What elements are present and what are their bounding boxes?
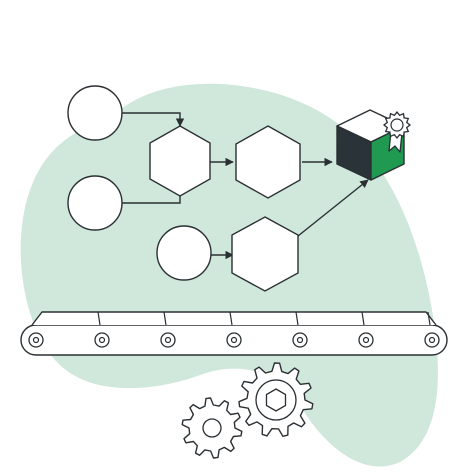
conveyor-roller [358, 332, 374, 348]
award-ribbon-icon [382, 110, 412, 153]
gear-small-icon [181, 397, 243, 459]
conveyor-roller [160, 332, 176, 348]
conveyor-roller [226, 332, 242, 348]
merge-hexagon [149, 125, 211, 197]
gear-large-hex-bolt [265, 388, 287, 412]
conveyor-top-surface [31, 311, 437, 326]
gears [181, 362, 314, 459]
conveyor-roller-axle [32, 336, 40, 344]
connectors [122, 112, 369, 260]
conveyor-roller-axle [362, 336, 370, 344]
conveyor-roller-axle [230, 336, 238, 344]
gear-large-icon [238, 362, 314, 437]
input-circle-a [67, 85, 123, 141]
badge-rosette [382, 110, 412, 140]
conveyor-belt [20, 311, 448, 356]
conveyor-roller-axle [98, 336, 106, 344]
conveyor-roller-axle [296, 336, 304, 344]
conveyor-segment-line [97, 311, 101, 326]
gear-small-hub [202, 418, 222, 438]
conveyor-segment-line [295, 311, 299, 326]
conveyor-segment-line [427, 311, 431, 326]
conveyor-segment-line [229, 311, 233, 326]
conveyor-roller [28, 332, 44, 348]
connector-side-output [297, 179, 369, 237]
input-circle-c [156, 225, 212, 281]
conveyor-roller-axle [428, 336, 436, 344]
connector-input-a-merge [122, 112, 185, 127]
conveyor-segment-line [163, 311, 167, 326]
conveyor-roller-axle [164, 336, 172, 344]
process-hexagon [235, 125, 301, 199]
input-circle-b [67, 175, 123, 231]
background-blob [20, 83, 438, 467]
conveyor-roller [424, 332, 440, 348]
conveyor-roller [292, 332, 308, 348]
side-hexagon [231, 216, 299, 292]
input-circles [67, 85, 212, 281]
process-hexagons [149, 125, 301, 292]
conveyor-roller [94, 332, 110, 348]
conveyor-segment-line [361, 311, 365, 326]
badge-center [390, 118, 404, 132]
gear-large-hub [255, 379, 297, 421]
